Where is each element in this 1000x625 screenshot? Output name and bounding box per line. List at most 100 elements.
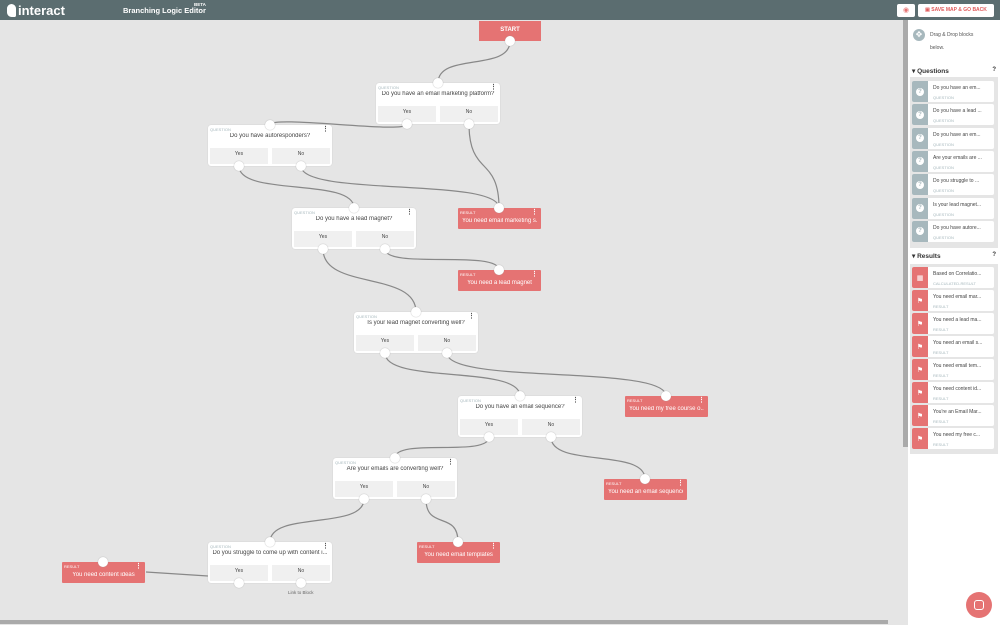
connector-port[interactable] [234, 578, 244, 588]
more-options-icon[interactable]: ⋮ [447, 459, 454, 466]
connector-port[interactable] [661, 391, 671, 401]
sidebar-question-item[interactable]: ?Do you have a lead ...QUESTION [912, 104, 994, 126]
connector-port[interactable] [442, 348, 452, 358]
answer-no[interactable]: No [418, 335, 476, 351]
answer-yes[interactable]: Yes [335, 481, 393, 497]
connector-port[interactable] [453, 537, 463, 547]
sidebar-question-item[interactable]: ?Do you struggle to ...QUESTION [912, 174, 994, 196]
connector-port[interactable] [505, 36, 515, 46]
chat-button[interactable] [966, 592, 992, 618]
horizontal-scrollbar[interactable] [0, 620, 888, 624]
sidebar-question-item[interactable]: ?Do you have an em...QUESTION [912, 81, 994, 102]
more-options-icon[interactable]: ⋮ [698, 397, 705, 404]
connector-port[interactable] [349, 203, 359, 213]
vertical-scrollbar[interactable] [903, 20, 908, 447]
sidebar-question-item[interactable]: ?Are your emails are ...QUESTION [912, 150, 994, 172]
connector-port[interactable] [380, 244, 390, 254]
caret-down-icon: ▾ [912, 253, 918, 260]
answer-no[interactable]: No [440, 106, 498, 122]
connector-port[interactable] [494, 203, 504, 213]
connector-port[interactable] [484, 432, 494, 442]
connector-port[interactable] [433, 78, 443, 88]
block-type-label: QUESTION [335, 460, 356, 465]
sidebar-result-item[interactable]: ⚑You need an email s...RESULT [912, 336, 994, 357]
start-block[interactable]: START [479, 21, 541, 41]
questions-section-header[interactable]: ▾ Questions? [908, 63, 1000, 77]
answer-yes[interactable]: Yes [294, 231, 352, 247]
more-options-icon[interactable]: ⋮ [490, 84, 497, 91]
more-options-icon[interactable]: ⋮ [572, 397, 579, 404]
connector-port[interactable] [390, 453, 400, 463]
results-help[interactable]: ? [992, 252, 996, 258]
item-type: QUESTION [933, 95, 954, 100]
sidebar-result-item[interactable]: ⚑You're an Email Mar...RESULT [912, 405, 994, 426]
sidebar-question-item[interactable]: ?Do you have an em...QUESTION [912, 127, 994, 149]
more-options-icon[interactable]: ⋮ [468, 313, 475, 320]
connector-port[interactable] [265, 537, 275, 547]
connector-port[interactable] [640, 474, 650, 484]
connector-port[interactable] [98, 557, 108, 567]
connector-port[interactable] [402, 119, 412, 129]
answer-no[interactable]: No [272, 148, 330, 164]
answer-yes[interactable]: Yes [460, 419, 518, 435]
link-to-block[interactable]: Link to Block [288, 590, 314, 595]
more-options-icon[interactable]: ⋮ [406, 209, 413, 216]
more-options-icon[interactable]: ⋮ [531, 209, 538, 216]
results-section-header[interactable]: ▾ Results? [908, 248, 1000, 262]
answer-yes[interactable]: Yes [378, 106, 436, 122]
connector-port[interactable] [464, 119, 474, 129]
more-options-icon[interactable]: ⋮ [531, 271, 538, 278]
connector-port[interactable] [234, 161, 244, 171]
preview-button[interactable]: ◉ [897, 4, 915, 17]
more-options-icon[interactable]: ⋮ [490, 543, 497, 550]
connector-port[interactable] [546, 432, 556, 442]
connector-port[interactable] [421, 494, 431, 504]
connector-port[interactable] [380, 348, 390, 358]
more-options-icon[interactable]: ⋮ [677, 480, 684, 487]
more-options-icon[interactable]: ⋮ [322, 543, 329, 550]
connector-port[interactable] [296, 578, 306, 588]
answer-yes[interactable]: Yes [210, 148, 268, 164]
connector-port[interactable] [515, 391, 525, 401]
logo[interactable]: interact [7, 3, 65, 18]
connector-port[interactable] [359, 494, 369, 504]
answer-no[interactable]: No [356, 231, 414, 247]
answer-yes[interactable]: Yes [356, 335, 414, 351]
sidebar-result-item[interactable]: ⚑You need a lead ma...RESULT [912, 313, 994, 334]
more-options-icon[interactable]: ⋮ [135, 563, 142, 570]
connector-port[interactable] [265, 120, 275, 130]
sidebar-result-item[interactable]: ▦Based on Correlatio...CALCULATED-RESULT [912, 267, 994, 288]
answer-no[interactable]: No [272, 565, 330, 581]
sidebar-question-item[interactable]: ?Is your lead magnet...QUESTION [912, 197, 994, 219]
sidebar-question-item[interactable]: ?Do you have autore...QUESTION [912, 220, 994, 242]
sidebar-result-item[interactable]: ⚑You need email tem...RESULT [912, 359, 994, 380]
save-map-button[interactable]: ▣ SAVE MAP & GO BACK [918, 4, 994, 17]
connector-port[interactable] [318, 244, 328, 254]
answer-yes[interactable]: Yes [210, 565, 268, 581]
connector-port[interactable] [411, 307, 421, 317]
answer-no[interactable]: No [522, 419, 580, 435]
more-options-icon[interactable]: ⋮ [322, 126, 329, 133]
answer-no[interactable]: No [397, 481, 455, 497]
questions-help[interactable]: ? [992, 67, 996, 73]
connector-port[interactable] [296, 161, 306, 171]
item-type: RESULT [933, 350, 949, 355]
sidebar-result-item[interactable]: ⚑You need my free c...RESULT [912, 428, 994, 449]
sidebar-result-item[interactable]: ⚑You need content id...RESULT [912, 382, 994, 403]
connector-port[interactable] [494, 265, 504, 275]
sidebar-result-item[interactable]: ⚑You need email mar...RESULT [912, 290, 994, 311]
